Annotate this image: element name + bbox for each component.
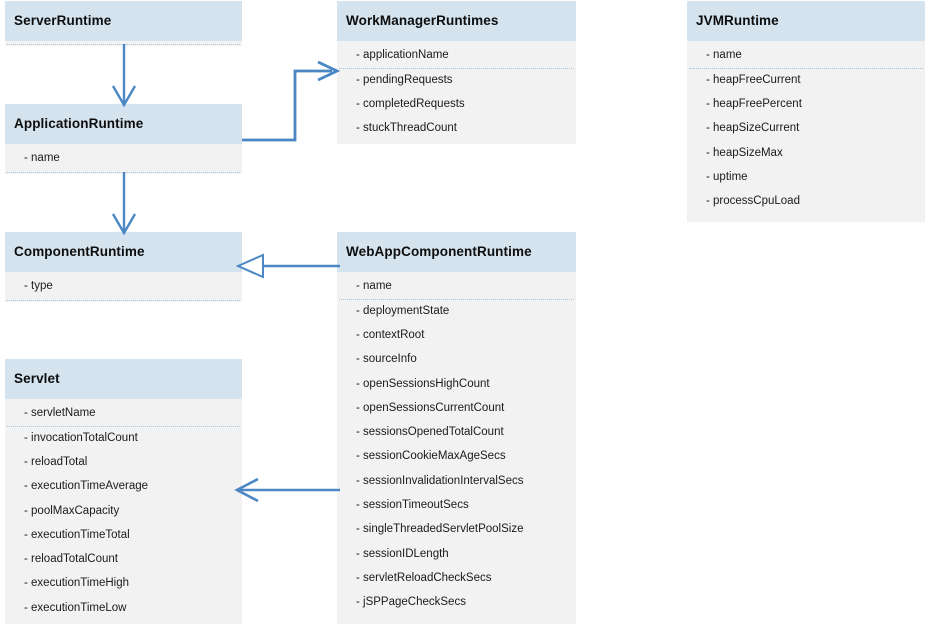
class-attribute: - executionTimeLow [24,601,127,614]
class-header-jvm-runtime: JVMRuntime [687,1,925,41]
class-title: ComponentRuntime [14,244,145,260]
class-attribute: - sessionCookieMaxAgeSecs [356,450,506,463]
class-attributes-web-app-component-runtime: - name - deploymentState - contextRoot -… [337,272,576,624]
class-attribute: - pendingRequests [356,73,453,86]
class-attribute: - reloadTotal [24,455,88,468]
class-attributes-component-runtime: - type [5,272,242,302]
class-header-web-app-component-runtime: WebAppComponentRuntime [337,232,576,272]
class-attribute: - sourceInfo [356,353,417,366]
class-box-application-runtime[interactable]: ApplicationRuntime - name [5,104,242,174]
class-attribute: - openSessionsCurrentCount [356,401,505,414]
class-box-server-runtime[interactable]: ServerRuntime [5,1,242,46]
class-attribute: - sessionTimeoutSecs [356,499,469,512]
class-attribute: - reloadTotalCount [24,553,118,566]
class-header-component-runtime: ComponentRuntime [5,232,242,272]
class-attribute: - heapSizeCurrent [706,122,800,135]
connector-application-to-workmanager[interactable] [240,60,345,144]
class-attribute: - jSPPageCheckSecs [356,596,466,609]
class-attribute: - sessionsOpenedTotalCount [356,426,504,439]
class-attribute: - invocationTotalCount [24,431,138,444]
class-attributes-work-manager-runtimes: - applicationName - pendingRequests - co… [337,41,576,144]
class-box-work-manager-runtimes[interactable]: WorkManagerRuntimes - applicationName - … [337,1,576,144]
class-header-server-runtime: ServerRuntime [5,1,242,41]
class-attribute: - name [24,152,60,165]
class-header-application-runtime: ApplicationRuntime [5,104,242,144]
class-attribute: - applicationName [337,44,576,70]
class-attributes-servlet: - servletName - invocationTotalCount - r… [5,399,242,624]
class-attribute: - name [687,44,925,70]
class-attribute: - singleThreadedServletPoolSize [356,523,524,536]
class-title: Servlet [14,371,60,387]
class-box-jvm-runtime[interactable]: JVMRuntime - name - heapFreeCurrent - he… [687,1,925,222]
class-attribute: - servletName [5,402,242,428]
class-attribute: - executionTimeTotal [24,528,130,541]
class-bottom-rule [7,300,240,301]
connector-webapp-to-servlet[interactable] [232,476,342,504]
connector-server-to-application[interactable] [100,44,150,108]
class-attribute: - heapFreePercent [706,97,802,110]
class-box-web-app-component-runtime[interactable]: WebAppComponentRuntime - name - deployme… [337,232,576,624]
connector-application-to-component[interactable] [100,172,150,236]
class-title: WorkManagerRuntimes [346,13,499,29]
class-header-servlet: Servlet [5,359,242,399]
class-attribute: - contextRoot [356,328,425,341]
class-box-servlet[interactable]: Servlet - servletName - invocationTotalC… [5,359,242,624]
class-attribute: - poolMaxCapacity [24,504,120,517]
class-attributes-application-runtime: - name [5,144,242,174]
class-header-work-manager-runtimes: WorkManagerRuntimes [337,1,576,41]
class-box-component-runtime[interactable]: ComponentRuntime - type [5,232,242,302]
class-title: ApplicationRuntime [14,116,144,132]
class-attribute: - type [24,280,53,293]
class-attribute: - deploymentState [356,304,450,317]
class-attribute: - heapFreeCurrent [706,73,801,86]
class-attribute: - stuckThreadCount [356,122,457,135]
class-attribute: - sessionInvalidationIntervalSecs [356,474,524,487]
class-attribute: - openSessionsHighCount [356,377,490,390]
class-attribute: - executionTimeAverage [24,480,149,493]
class-attribute: - executionTimeHigh [24,577,130,590]
class-attributes-jvm-runtime: - name - heapFreeCurrent - heapFreePerce… [687,41,925,222]
class-attribute: - name [337,275,576,301]
class-attribute: - servletReloadCheckSecs [356,571,492,584]
connector-webapp-to-component-generalization[interactable] [235,252,342,280]
class-title: ServerRuntime [14,13,112,29]
class-attribute: - sessionIDLength [356,547,449,560]
class-title: JVMRuntime [696,13,779,29]
class-attribute: - uptime [706,170,748,183]
class-attribute: - heapSizeMax [706,146,783,159]
class-attribute: - completedRequests [356,97,465,110]
class-title: WebAppComponentRuntime [346,244,532,260]
class-attribute: - processCpuLoad [706,195,800,208]
